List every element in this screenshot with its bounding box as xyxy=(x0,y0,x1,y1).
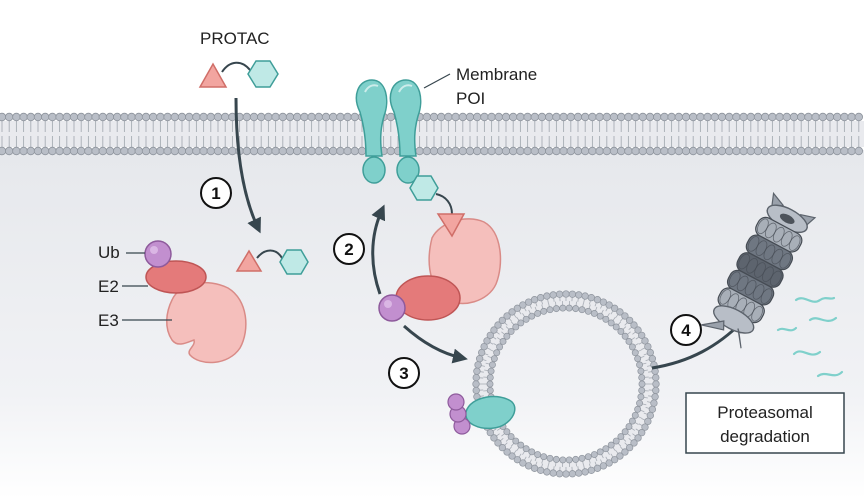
proteasomal-degradation-box xyxy=(685,392,845,454)
membrane-label: Membrane xyxy=(456,65,537,84)
peptide-fragments xyxy=(776,296,844,378)
poi-subunit-right xyxy=(389,79,422,157)
e2-label: E2 xyxy=(98,277,119,296)
protac-molecule-inside xyxy=(235,249,309,275)
e2-enzyme-shape xyxy=(395,275,461,321)
ubiquitin-icon xyxy=(378,294,406,322)
svg-text:4: 4 xyxy=(681,321,691,340)
poi-ligand-hexagon-icon xyxy=(247,60,279,88)
cell-membrane xyxy=(0,112,864,156)
protac-label: PROTAC xyxy=(200,29,270,48)
step-3-badge: 3 xyxy=(388,357,420,389)
protac-molecule-top xyxy=(198,60,279,88)
protac-linker xyxy=(435,193,453,215)
poi-ligand-hexagon-icon xyxy=(409,175,439,201)
e3-ligase-complex xyxy=(144,240,247,364)
protac-linker xyxy=(256,249,283,259)
step-1-badge: 1 xyxy=(200,177,232,209)
ubiquitin-icon xyxy=(447,393,465,411)
e3-ligand-triangle-icon xyxy=(235,249,263,272)
proteasomal-label: Proteasomal xyxy=(717,403,812,422)
svg-text:3: 3 xyxy=(399,364,408,383)
step-2-arrow xyxy=(371,204,386,295)
protac-linker xyxy=(221,61,251,73)
step-4-badge: 4 xyxy=(670,314,702,346)
poi-subunit-left xyxy=(355,79,388,157)
ubiquitin-icon xyxy=(144,240,172,268)
ub-label: Ub xyxy=(98,243,120,262)
e3-ligand-triangle-icon xyxy=(436,213,466,238)
e3-ligase-shape xyxy=(166,281,247,364)
membrane-poi xyxy=(355,79,422,184)
e3-ligand-triangle-icon xyxy=(198,62,228,88)
degradation-label: degradation xyxy=(720,427,810,446)
step-2-badge: 2 xyxy=(333,233,365,265)
svg-text:2: 2 xyxy=(344,240,353,259)
poi-ligand-hexagon-icon xyxy=(279,249,309,275)
e2-enzyme-shape xyxy=(145,260,207,294)
ubiquitinated-poi xyxy=(447,393,516,435)
poi-label: POI xyxy=(456,89,485,108)
e3-label: E3 xyxy=(98,311,119,330)
proteasome-icon xyxy=(701,191,817,349)
svg-text:1: 1 xyxy=(211,184,220,203)
step-3-arrow xyxy=(402,324,468,364)
step-1-arrow xyxy=(234,97,261,234)
